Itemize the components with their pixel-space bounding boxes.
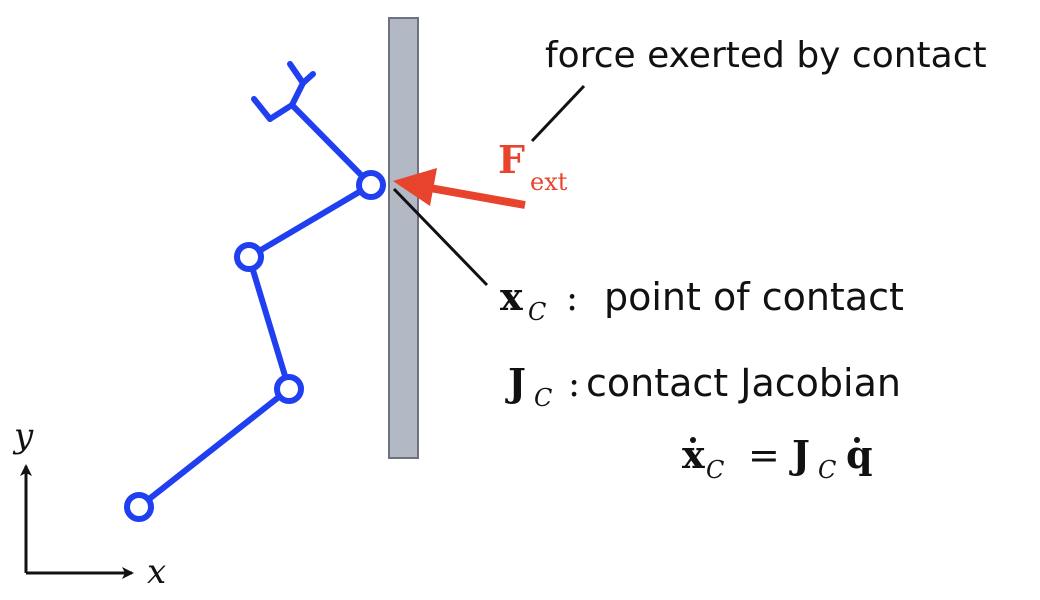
force-caption-leader	[530, 84, 586, 143]
force-caption: force exerted by contact	[545, 35, 987, 76]
wall-surface	[388, 17, 419, 459]
jacobian-text: contact Jacobian	[586, 361, 901, 405]
equation-lhs-dot	[690, 437, 696, 443]
gripper-icon	[251, 61, 316, 122]
contact-point-text: point of contact	[604, 275, 904, 319]
contact-point-leader	[392, 187, 489, 287]
jacobian-colon: :	[568, 364, 580, 405]
jacobian-symbol: J	[505, 360, 526, 405]
robot-link-2	[246, 254, 292, 392]
jacobian-subscript: C	[534, 384, 552, 412]
equation-lhs-symbol: x	[682, 432, 705, 477]
coordinate-axes: y x	[12, 416, 166, 592]
equation-rhs-dot	[854, 437, 860, 443]
equation-rhs-subscript: C	[818, 456, 836, 484]
robot-link-3	[246, 182, 374, 260]
force-symbol: F	[498, 137, 525, 182]
contact-point-symbol: x	[500, 274, 523, 319]
robot-arm	[136, 61, 374, 510]
x-axis-label: x	[147, 552, 166, 592]
contact-point-colon: :	[566, 278, 578, 319]
velocity-equation: x C = J C q	[682, 432, 873, 484]
y-axis-label: y	[12, 416, 34, 456]
equation-lhs-subscript: C	[706, 456, 724, 484]
joint-circle-icon	[124, 492, 154, 522]
robot-link-1	[136, 386, 292, 510]
force-arrow-icon	[393, 168, 526, 209]
robot-link-4	[289, 102, 374, 188]
equation-rhs-symbol: J	[789, 432, 810, 477]
force-subscript: ext	[530, 168, 568, 196]
joint-circle-icon	[274, 374, 304, 404]
joint-circle-icon	[234, 242, 264, 272]
contact-point-joint	[356, 170, 386, 200]
contact-point-subscript: C	[528, 298, 546, 326]
equation-equals: =	[748, 433, 780, 477]
